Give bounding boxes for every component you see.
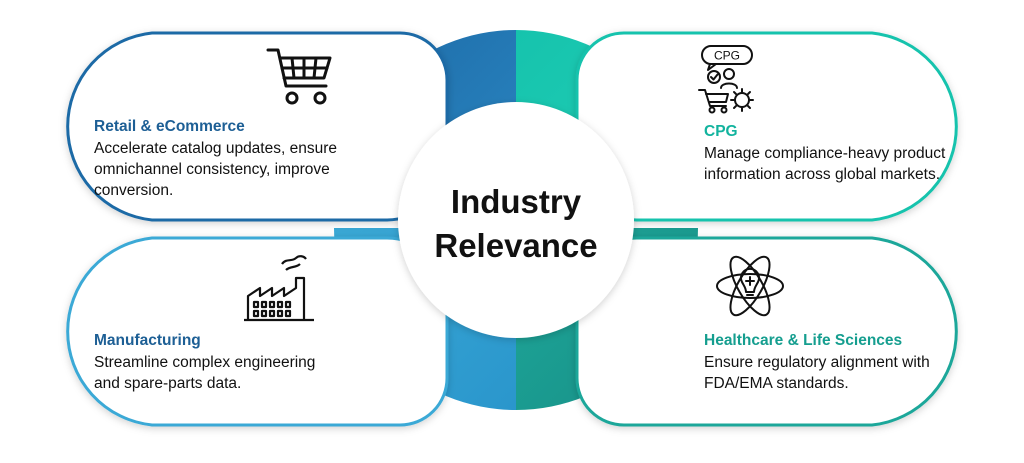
- cpg-card: CPG Manage compliance-heavy product info…: [704, 121, 956, 185]
- retail-title: Retail & eCommerce: [94, 118, 245, 135]
- center-title-line-2: Relevance: [434, 227, 598, 264]
- manufacturing-description: Streamline complex engineering and spare…: [94, 354, 316, 392]
- cpg-card-shape: [575, 31, 958, 222]
- center-title-line-1: Industry: [450, 183, 582, 220]
- retail-card-shape: [66, 31, 449, 222]
- atom-lightbulb-icon: [716, 255, 784, 317]
- cpg-icon-label: CPG: [714, 49, 740, 63]
- shopping-cart-icon: [266, 48, 332, 105]
- factory-icon: [244, 255, 314, 322]
- center-circle: [398, 102, 634, 338]
- retail-card: Retail & eCommerce Accelerate catalog up…: [94, 116, 344, 201]
- manufacturing-card: Manufacturing Streamline complex enginee…: [94, 330, 344, 394]
- cpg-title: CPG: [704, 123, 738, 140]
- retail-description: Accelerate catalog updates, ensure omnic…: [94, 140, 337, 199]
- healthcare-card: Healthcare & Life Sciences Ensure regula…: [704, 330, 956, 394]
- center-title: Industry Relevance: [405, 180, 627, 268]
- cpg-icon: CPG: [698, 45, 754, 114]
- healthcare-title: Healthcare & Life Sciences: [704, 332, 903, 349]
- manufacturing-title: Manufacturing: [94, 332, 201, 349]
- healthcare-description: Ensure regulatory alignment with FDA/EMA…: [704, 354, 930, 392]
- cpg-description: Manage compliance-heavy product informat…: [704, 145, 946, 183]
